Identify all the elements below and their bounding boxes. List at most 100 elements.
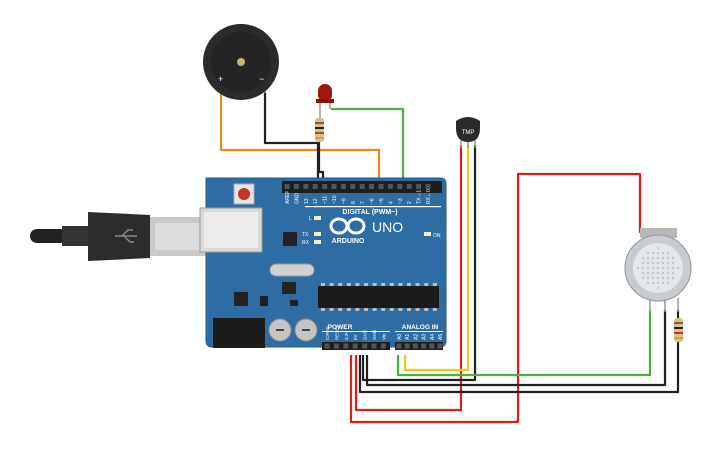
usb-icon xyxy=(115,229,137,243)
reset-button[interactable] xyxy=(233,183,255,205)
power-pin-holes[interactable] xyxy=(324,343,386,349)
power-pin-label: GND xyxy=(363,329,368,340)
tmp-label: TMP xyxy=(462,130,475,136)
digital-pin-label: TX→1 xyxy=(417,190,423,204)
power-pin-hole[interactable] xyxy=(333,343,339,349)
analog-pin-holes[interactable] xyxy=(396,343,443,349)
digital-pin-hole[interactable] xyxy=(425,184,431,189)
wire-buzzer-signal[interactable] xyxy=(219,93,381,190)
digital-pin-hole[interactable] xyxy=(331,184,337,189)
gas-sensor[interactable] xyxy=(624,228,692,312)
power-pin-hole[interactable] xyxy=(352,343,358,349)
wire-tmp-out[interactable] xyxy=(403,145,470,372)
digital-pin-label: ~5 xyxy=(379,198,385,204)
digital-pin-label: 4 xyxy=(388,201,394,204)
capacitor-1 xyxy=(268,318,292,342)
digital-pin-hole[interactable] xyxy=(312,184,318,189)
red-led[interactable] xyxy=(316,84,334,118)
power-pin-label: IOREF xyxy=(325,326,330,340)
digital-pin-label: 12 xyxy=(313,198,319,204)
power-jack xyxy=(213,318,265,348)
analog-pin-hole[interactable] xyxy=(421,343,427,349)
wire-buzzer-gnd[interactable] xyxy=(263,93,320,190)
digital-pin-holes[interactable] xyxy=(284,184,431,189)
analog-pin-label: A0 xyxy=(397,334,403,340)
temperature-sensor[interactable]: TMP xyxy=(456,117,480,148)
digital-pin-hole[interactable] xyxy=(293,184,299,189)
digital-pin-hole[interactable] xyxy=(406,184,412,189)
digital-pin-label: GND xyxy=(294,193,300,205)
gas-sensor-mesh xyxy=(636,246,680,290)
digital-pin-label: 13 xyxy=(304,198,310,204)
analog-pin-hole[interactable] xyxy=(437,343,443,349)
digital-label: DIGITAL (PWM~) xyxy=(342,209,397,216)
gas-resistor[interactable] xyxy=(674,318,683,342)
arduino-brand: ARDUINO xyxy=(332,238,365,245)
capacitor-2 xyxy=(294,318,318,342)
digital-pin-hole[interactable] xyxy=(322,184,328,189)
digital-pin-label: ~11 xyxy=(323,196,329,204)
led-l xyxy=(314,216,321,220)
buzzer-plus-label: + xyxy=(218,74,223,84)
power-pin-label: 5V xyxy=(353,334,358,340)
led-on xyxy=(424,232,431,236)
wire-gas-out[interactable] xyxy=(396,310,652,377)
digital-pin-label: ~3 xyxy=(398,198,404,204)
wire-gas-gnd[interactable] xyxy=(365,310,667,387)
analog-pin-hole[interactable] xyxy=(429,343,435,349)
small-chip-a xyxy=(290,300,298,306)
power-pin-label: Vin xyxy=(381,333,386,340)
led-rx-label: RX xyxy=(302,240,310,246)
wire-led-signal[interactable] xyxy=(331,107,405,190)
analog-pin-hole[interactable] xyxy=(396,343,402,349)
digital-pin-label: 7 xyxy=(360,201,366,204)
buzzer-minus-label: − xyxy=(259,74,264,84)
mcu-pins xyxy=(321,283,437,311)
digital-pin-hole[interactable] xyxy=(387,184,393,189)
analog-pin-label: A1 xyxy=(405,334,411,340)
power-pin-label: 3.3V xyxy=(344,331,349,340)
digital-pin-label: RX←0 xyxy=(426,189,432,204)
analog-pin-hole[interactable] xyxy=(412,343,418,349)
led-on-label: ON xyxy=(433,233,441,239)
digital-pin-hole[interactable] xyxy=(397,184,403,189)
analog-header xyxy=(395,342,443,350)
digital-pin-label: ~6 xyxy=(370,198,376,204)
usb-cable[interactable] xyxy=(30,212,206,261)
power-pin-hole[interactable] xyxy=(324,343,330,349)
board-model: UNO xyxy=(372,219,403,235)
power-pin-hole[interactable] xyxy=(343,343,349,349)
digital-pin-hole[interactable] xyxy=(284,184,290,189)
digital-pin-label: ~9 xyxy=(341,198,347,204)
analog-pin-label: A5 xyxy=(438,334,444,340)
led-resistor[interactable] xyxy=(315,118,324,142)
power-pin-hole[interactable] xyxy=(362,343,368,349)
analog-pin-label: A4 xyxy=(430,334,436,340)
wire-tmp-vcc[interactable] xyxy=(354,145,463,412)
digital-pin-hole[interactable] xyxy=(340,184,346,189)
piezo-buzzer[interactable]: + − xyxy=(203,24,279,100)
usb-chip xyxy=(283,232,297,246)
power-pin-hole[interactable] xyxy=(371,343,377,349)
power-pin-hole[interactable] xyxy=(380,343,386,349)
digital-pin-hole[interactable] xyxy=(350,184,356,189)
wire-gas-resistor[interactable] xyxy=(358,310,680,394)
digital-pin-hole[interactable] xyxy=(359,184,365,189)
wire-tmp-gnd[interactable] xyxy=(361,145,477,382)
microcontroller-chip xyxy=(318,286,439,308)
digital-pin-hole[interactable] xyxy=(303,184,309,189)
digital-pin-hole[interactable] xyxy=(416,184,422,189)
analog-pin-hole[interactable] xyxy=(404,343,410,349)
buzzer-center xyxy=(237,58,245,66)
analog-label: ANALOG IN xyxy=(402,324,439,331)
icsp-header xyxy=(282,282,296,294)
analog-pin-label: A2 xyxy=(413,334,419,340)
arduino-logo-icon xyxy=(329,217,366,235)
digital-pin-hole[interactable] xyxy=(378,184,384,189)
power-pin-label: GND xyxy=(372,329,377,340)
digital-pin-hole[interactable] xyxy=(369,184,375,189)
